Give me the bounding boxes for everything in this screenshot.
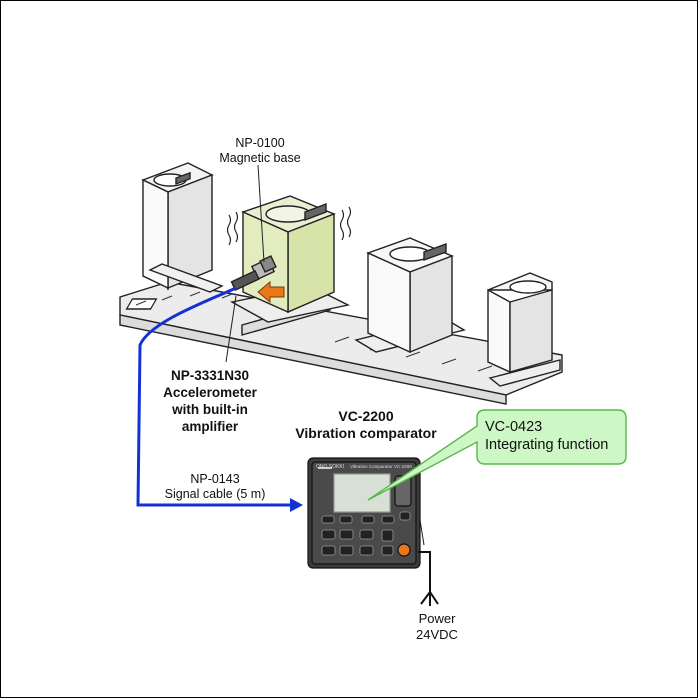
device-model-text: Vibration Comparator VC-2200 (350, 464, 412, 469)
cable-name: Signal cable (5 m) (164, 487, 266, 501)
washing-machine-under-test (226, 195, 352, 336)
vibration-comparator-device (307, 457, 421, 569)
comparator-label: VC-2200 Vibration comparator (278, 408, 454, 442)
washing-machine-middle (354, 237, 466, 354)
callout-text: VC-0423 Integrating function (477, 410, 625, 464)
power-label: Power 24VDC (400, 611, 474, 643)
accelerometer-line2: with built-in (172, 402, 248, 417)
signal-cable-label: NP-0143 Signal cable (5 m) (150, 472, 280, 502)
leader-lines (225, 164, 425, 546)
comparator-code: VC-2200 (338, 408, 394, 424)
power-cable (418, 551, 439, 606)
magnetic-base-label: NP-0100 Magnetic base (212, 136, 308, 166)
magnetic-base-code: NP-0100 (235, 136, 285, 150)
power-line1: Power (418, 611, 456, 626)
accelerometer-line3: amplifier (181, 419, 239, 434)
callout-code: VC-0423 (485, 419, 543, 435)
device-brand: ONO SOKKI (316, 464, 344, 470)
callout-bubble (367, 409, 627, 501)
callout-name: Integrating function (485, 437, 609, 453)
power-line2: 24VDC (416, 627, 458, 642)
accelerometer-label: NP-3331N30 Accelerometer with built-in a… (140, 367, 280, 435)
accelerometer-code: NP-3331N30 (170, 368, 250, 383)
magnetic-base-name: Magnetic base (219, 151, 301, 165)
cable-code: NP-0143 (190, 472, 240, 486)
accelerometer-line1: Accelerometer (163, 385, 257, 400)
washing-machine-left (141, 162, 224, 293)
comparator-name: Vibration comparator (295, 425, 437, 441)
signal-cable (136, 286, 303, 512)
washing-machine-right (487, 272, 561, 387)
